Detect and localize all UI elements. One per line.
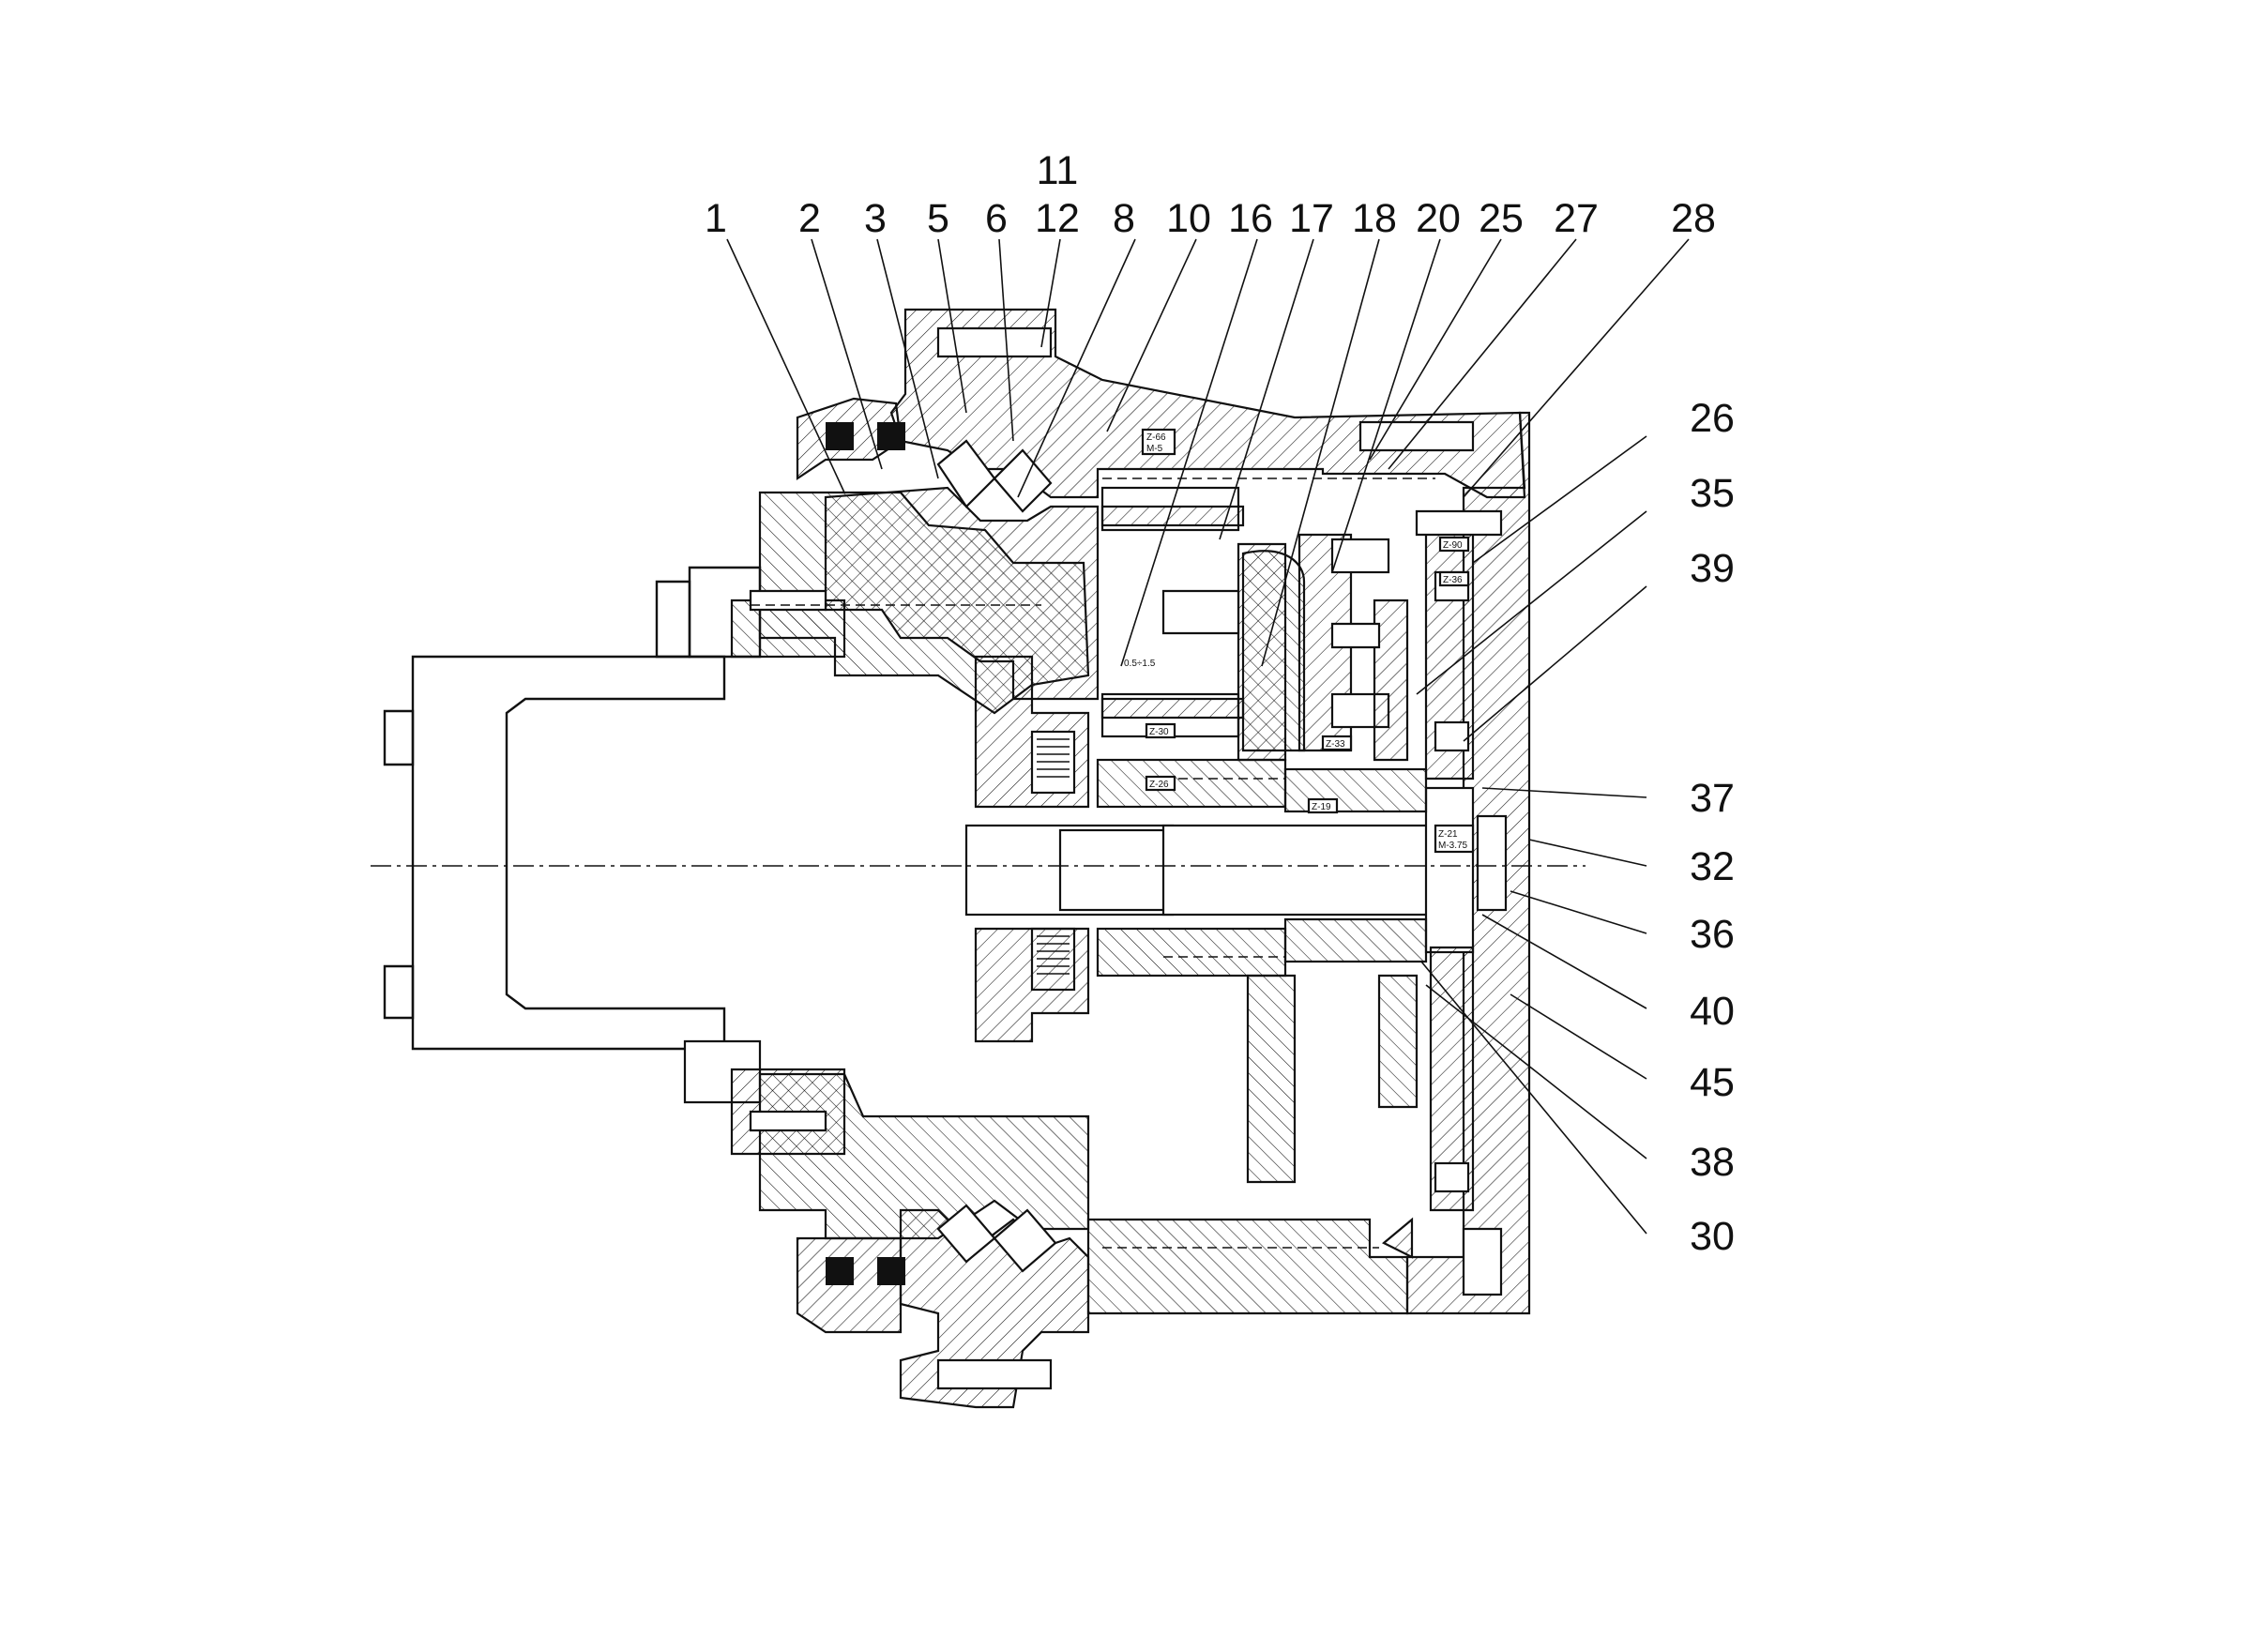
- gear-tag-m5: M-5: [1146, 444, 1163, 454]
- callout-45: 45: [1690, 1060, 1735, 1105]
- gear-tag-z36: Z-36: [1443, 575, 1463, 585]
- callout-2: 2: [798, 196, 821, 241]
- right-callouts: 26 35 39 37 32 36 40 45 38 30: [1690, 396, 1735, 1259]
- callout-1: 1: [705, 196, 727, 241]
- callout-26: 26: [1690, 396, 1735, 441]
- planet-stage-1: [1096, 486, 1306, 1184]
- planet-stage-2: [1283, 533, 1428, 1109]
- callout-30: 30: [1690, 1214, 1735, 1259]
- callout-40: 40: [1690, 989, 1735, 1034]
- callout-32: 32: [1690, 844, 1735, 889]
- gear-tag-z26: Z-26: [1149, 780, 1169, 790]
- right-leaders: [1416, 435, 1647, 1235]
- gear-marking-tags: Z-66 M-5 Z-30 Z-26 Z-19 Z-33 Z-90 Z-36 Z…: [1124, 428, 1475, 854]
- callout-36: 36: [1690, 912, 1735, 957]
- input-shaft: [964, 786, 1475, 954]
- gear-tag-z30: Z-30: [1149, 727, 1169, 737]
- callout-37: 37: [1690, 776, 1735, 821]
- callout-18: 18: [1352, 196, 1397, 241]
- callout-16: 16: [1228, 196, 1273, 241]
- gear-tag-m375: M-3.75: [1438, 841, 1468, 851]
- callout-17: 17: [1289, 196, 1334, 241]
- callout-35: 35: [1690, 471, 1735, 516]
- hydraulic-motor: [383, 566, 762, 1104]
- bearings: [826, 422, 1057, 1285]
- callout-25: 25: [1479, 196, 1524, 241]
- gear-tag-z19: Z-19: [1312, 802, 1331, 812]
- top-callouts: 1 2 3 5 6 11 12 8 10 16 17 18 20 25 27 2…: [705, 148, 1716, 241]
- callout-27: 27: [1554, 196, 1599, 241]
- callout-5: 5: [927, 196, 949, 241]
- gear-tag-z21: Z-21: [1438, 829, 1458, 840]
- top-leaders: [726, 238, 1690, 667]
- callout-38: 38: [1690, 1140, 1735, 1185]
- callout-39: 39: [1690, 546, 1735, 591]
- gear-tag-z66: Z-66: [1146, 432, 1166, 443]
- brake-pack: [974, 655, 1090, 1043]
- callout-6: 6: [985, 196, 1008, 241]
- gear-tag-z90: Z-90: [1443, 540, 1463, 551]
- callout-12: 12: [1035, 196, 1080, 241]
- callout-11: 11: [1037, 148, 1079, 193]
- callout-8: 8: [1113, 196, 1135, 241]
- callout-10: 10: [1166, 196, 1211, 241]
- callout-20: 20: [1416, 196, 1461, 241]
- callout-28: 28: [1671, 196, 1716, 241]
- clearance-note: 0.5÷1.5: [1124, 659, 1156, 669]
- gear-tag-z33: Z-33: [1326, 739, 1345, 750]
- hidden-lines: [751, 477, 1435, 1249]
- callout-3: 3: [864, 196, 887, 241]
